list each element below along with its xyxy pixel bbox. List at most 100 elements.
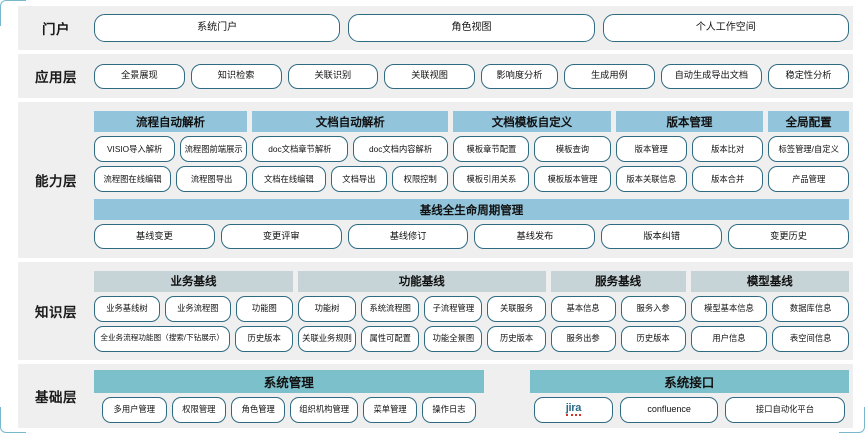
group-header-function-baseline: 功能基线 bbox=[297, 270, 546, 292]
group-header-business-baseline: 业务基线 bbox=[94, 270, 293, 292]
cap-item-doc-export[interactable]: 文档导出 bbox=[330, 166, 388, 192]
base-item-multi-user[interactable]: 多用户管理 bbox=[102, 396, 167, 423]
base-item-permission[interactable]: 权限管理 bbox=[171, 396, 227, 423]
kn-item-related-service[interactable]: 关联服务 bbox=[487, 295, 546, 322]
kn-item-service-output[interactable]: 服务出参 bbox=[550, 325, 616, 352]
cap-item-tag-manage[interactable]: 标签管理/自定义 bbox=[768, 136, 849, 162]
capability-group-global-config: 全局配置 标签管理/自定义 产品管理 bbox=[768, 111, 849, 192]
base-item-role[interactable]: 角色管理 bbox=[231, 396, 286, 423]
base-item-api-platform[interactable]: 接口自动化平台 bbox=[724, 396, 845, 423]
layer-label-capability: 能力层 bbox=[35, 174, 77, 189]
layer-label-base: 基础层 bbox=[35, 390, 77, 405]
cap-item-doc-content-parse[interactable]: doc文档内容解析 bbox=[352, 136, 449, 162]
base-item-confluence[interactable]: confluence bbox=[620, 396, 718, 423]
group-header-global-config: 全局配置 bbox=[768, 111, 849, 132]
portal-item-2[interactable]: 角色视图 bbox=[348, 14, 595, 42]
capability-group-process-parse: 流程自动解析 VISIO导入解析 流程图前端展示 流程图在线编辑 流程图导出 bbox=[94, 111, 247, 192]
app-item-6[interactable]: 生成用例 bbox=[563, 63, 655, 89]
group-header-lifecycle: 基线全生命周期管理 bbox=[94, 199, 849, 220]
kn-item-system-flow[interactable]: 系统流程图 bbox=[361, 295, 420, 322]
cap-item-flow-export[interactable]: 流程图导出 bbox=[176, 166, 247, 192]
kn-item-business-flow[interactable]: 业务流程图 bbox=[164, 295, 231, 322]
base-group-system-mgmt: 系统管理 多用户管理 权限管理 角色管理 组织机构管理 菜单管理 操作日志 bbox=[94, 369, 484, 423]
cap-item-version-manage[interactable]: 版本管理 bbox=[615, 136, 687, 162]
lifecycle-item-3[interactable]: 基线修订 bbox=[347, 224, 469, 249]
group-header-service-baseline: 服务基线 bbox=[550, 270, 686, 292]
layer-band-portal: 门户 系统门户 角色视图 个人工作空间 bbox=[18, 6, 853, 50]
portal-item-3[interactable]: 个人工作空间 bbox=[602, 14, 849, 42]
kn-item-tablespace-info[interactable]: 表空间信息 bbox=[772, 325, 850, 352]
app-item-4[interactable]: 关联视图 bbox=[384, 63, 475, 89]
lifecycle-item-2[interactable]: 变更评审 bbox=[220, 224, 342, 249]
cap-item-version-compare[interactable]: 版本比对 bbox=[691, 136, 764, 162]
knowledge-group-business-baseline: 业务基线 业务基线树 业务流程图 功能图 全业务流程功能图（搜索/下钻展示） 历… bbox=[94, 270, 293, 352]
knowledge-groups: 业务基线 业务基线树 业务流程图 功能图 全业务流程功能图（搜索/下钻展示） 历… bbox=[94, 270, 850, 352]
cap-item-version-merge[interactable]: 版本合并 bbox=[691, 166, 764, 192]
lifecycle-item-5[interactable]: 版本纠错 bbox=[601, 224, 723, 249]
cap-item-template-query[interactable]: 模板查询 bbox=[534, 136, 611, 162]
base-group-system-interface: 系统接口 jira confluence 接口自动化平台 bbox=[529, 369, 849, 423]
base-item-org[interactable]: 组织机构管理 bbox=[290, 396, 358, 423]
kn-item-business-rule[interactable]: 关联业务规则 bbox=[297, 325, 357, 352]
app-item-8[interactable]: 稳定性分析 bbox=[768, 63, 850, 89]
base-groups: 系统管理 多用户管理 权限管理 角色管理 组织机构管理 菜单管理 操作日志 系统… bbox=[94, 369, 849, 423]
kn-item-model-basic-info[interactable]: 模型基本信息 bbox=[690, 295, 768, 322]
corner-decoration-top-left bbox=[0, 0, 26, 26]
app-item-5[interactable]: 影响度分析 bbox=[481, 63, 558, 89]
kn-item-history-version-3[interactable]: 历史版本 bbox=[620, 325, 686, 352]
base-item-menu[interactable]: 菜单管理 bbox=[362, 396, 418, 423]
lifecycle-item-4[interactable]: 基线发布 bbox=[474, 224, 596, 249]
group-header-doc-template: 文档模板自定义 bbox=[453, 111, 611, 132]
cap-item-template-reference[interactable]: 模板引用关系 bbox=[453, 166, 530, 192]
capability-lifecycle-section: 基线全生命周期管理 基线变更 变更评审 基线修订 基线发布 版本纠错 变更历史 bbox=[94, 199, 849, 249]
kn-item-service-input[interactable]: 服务入参 bbox=[620, 295, 686, 322]
app-item-3[interactable]: 关联识别 bbox=[287, 63, 379, 89]
cap-item-doc-online-edit[interactable]: 文档在线编辑 bbox=[252, 166, 326, 192]
layer-label-application: 应用层 bbox=[35, 70, 77, 85]
app-item-7[interactable]: 自动生成导出文档 bbox=[660, 63, 762, 89]
kn-item-business-tree[interactable]: 业务基线树 bbox=[94, 295, 160, 322]
kn-item-full-business-flow[interactable]: 全业务流程功能图（搜索/下钻展示） bbox=[94, 325, 231, 352]
capability-group-doc-parse: 文档自动解析 doc文档章节解析 doc文档内容解析 文档在线编辑 文档导出 权… bbox=[252, 111, 449, 192]
cap-item-template-chapter-config[interactable]: 模板章节配置 bbox=[453, 136, 530, 162]
cap-item-template-version[interactable]: 模板版本管理 bbox=[534, 166, 611, 192]
layer-label-knowledge: 知识层 bbox=[35, 305, 77, 320]
cap-item-product-manage[interactable]: 产品管理 bbox=[768, 166, 849, 192]
layer-band-base: 基础层 系统管理 多用户管理 权限管理 角色管理 组织机构管理 菜单管理 操作日… bbox=[18, 364, 853, 428]
group-header-model-baseline: 模型基线 bbox=[690, 270, 849, 292]
kn-item-function-panorama[interactable]: 功能全景图 bbox=[424, 325, 483, 352]
knowledge-group-function-baseline: 功能基线 功能树 系统流程图 子流程管理 关联服务 关联业务规则 属性可配置 功… bbox=[297, 270, 546, 352]
layer-band-capability: 能力层 流程自动解析 VISIO导入解析 流程图前端展示 流程图在线编辑 流程图… bbox=[18, 102, 853, 258]
kn-item-history-version-2[interactable]: 历史版本 bbox=[487, 325, 546, 352]
cap-item-flow-frontend[interactable]: 流程图前端展示 bbox=[180, 136, 247, 162]
kn-item-database-info[interactable]: 数据库信息 bbox=[772, 295, 850, 322]
kn-item-subflow-mgmt[interactable]: 子流程管理 bbox=[424, 295, 483, 322]
base-item-jira[interactable]: jira bbox=[533, 396, 614, 423]
capability-groups: 流程自动解析 VISIO导入解析 流程图前端展示 流程图在线编辑 流程图导出 文… bbox=[94, 111, 849, 192]
kn-item-basic-info[interactable]: 基本信息 bbox=[550, 295, 616, 322]
kn-item-function-chart[interactable]: 功能图 bbox=[235, 295, 293, 322]
base-item-oplog[interactable]: 操作日志 bbox=[422, 396, 476, 423]
app-item-2[interactable]: 知识检索 bbox=[190, 63, 282, 89]
layer-band-knowledge: 知识层 业务基线 业务基线树 业务流程图 功能图 全业务流程功能图（搜索/下钻展… bbox=[18, 262, 853, 360]
group-header-system-mgmt: 系统管理 bbox=[94, 369, 484, 393]
cap-item-flow-online-edit[interactable]: 流程图在线编辑 bbox=[94, 166, 172, 192]
group-header-system-interface: 系统接口 bbox=[529, 369, 849, 393]
group-header-process-parse: 流程自动解析 bbox=[94, 111, 247, 132]
cap-item-version-relation[interactable]: 版本关联信息 bbox=[615, 166, 687, 192]
kn-item-user-info[interactable]: 用户信息 bbox=[690, 325, 768, 352]
portal-item-1[interactable]: 系统门户 bbox=[94, 14, 341, 42]
layer-label-portal: 门户 bbox=[42, 22, 70, 37]
lifecycle-item-6[interactable]: 变更历史 bbox=[728, 224, 849, 249]
capability-group-version-mgmt: 版本管理 版本管理 版本比对 版本关联信息 版本合并 bbox=[615, 111, 764, 192]
cap-item-visio-import[interactable]: VISIO导入解析 bbox=[94, 136, 176, 162]
cap-item-permission-control[interactable]: 权限控制 bbox=[392, 166, 449, 192]
kn-item-attr-config[interactable]: 属性可配置 bbox=[361, 325, 420, 352]
lifecycle-item-1[interactable]: 基线变更 bbox=[94, 224, 215, 249]
kn-item-history-version-1[interactable]: 历史版本 bbox=[235, 325, 293, 352]
layer-band-application: 应用层 全景展现 知识检索 关联识别 关联视图 影响度分析 生成用例 自动生成导… bbox=[18, 54, 853, 98]
app-item-1[interactable]: 全景展现 bbox=[94, 63, 185, 89]
cap-item-doc-chapter-parse[interactable]: doc文档章节解析 bbox=[252, 136, 348, 162]
kn-item-function-tree[interactable]: 功能树 bbox=[297, 295, 357, 322]
